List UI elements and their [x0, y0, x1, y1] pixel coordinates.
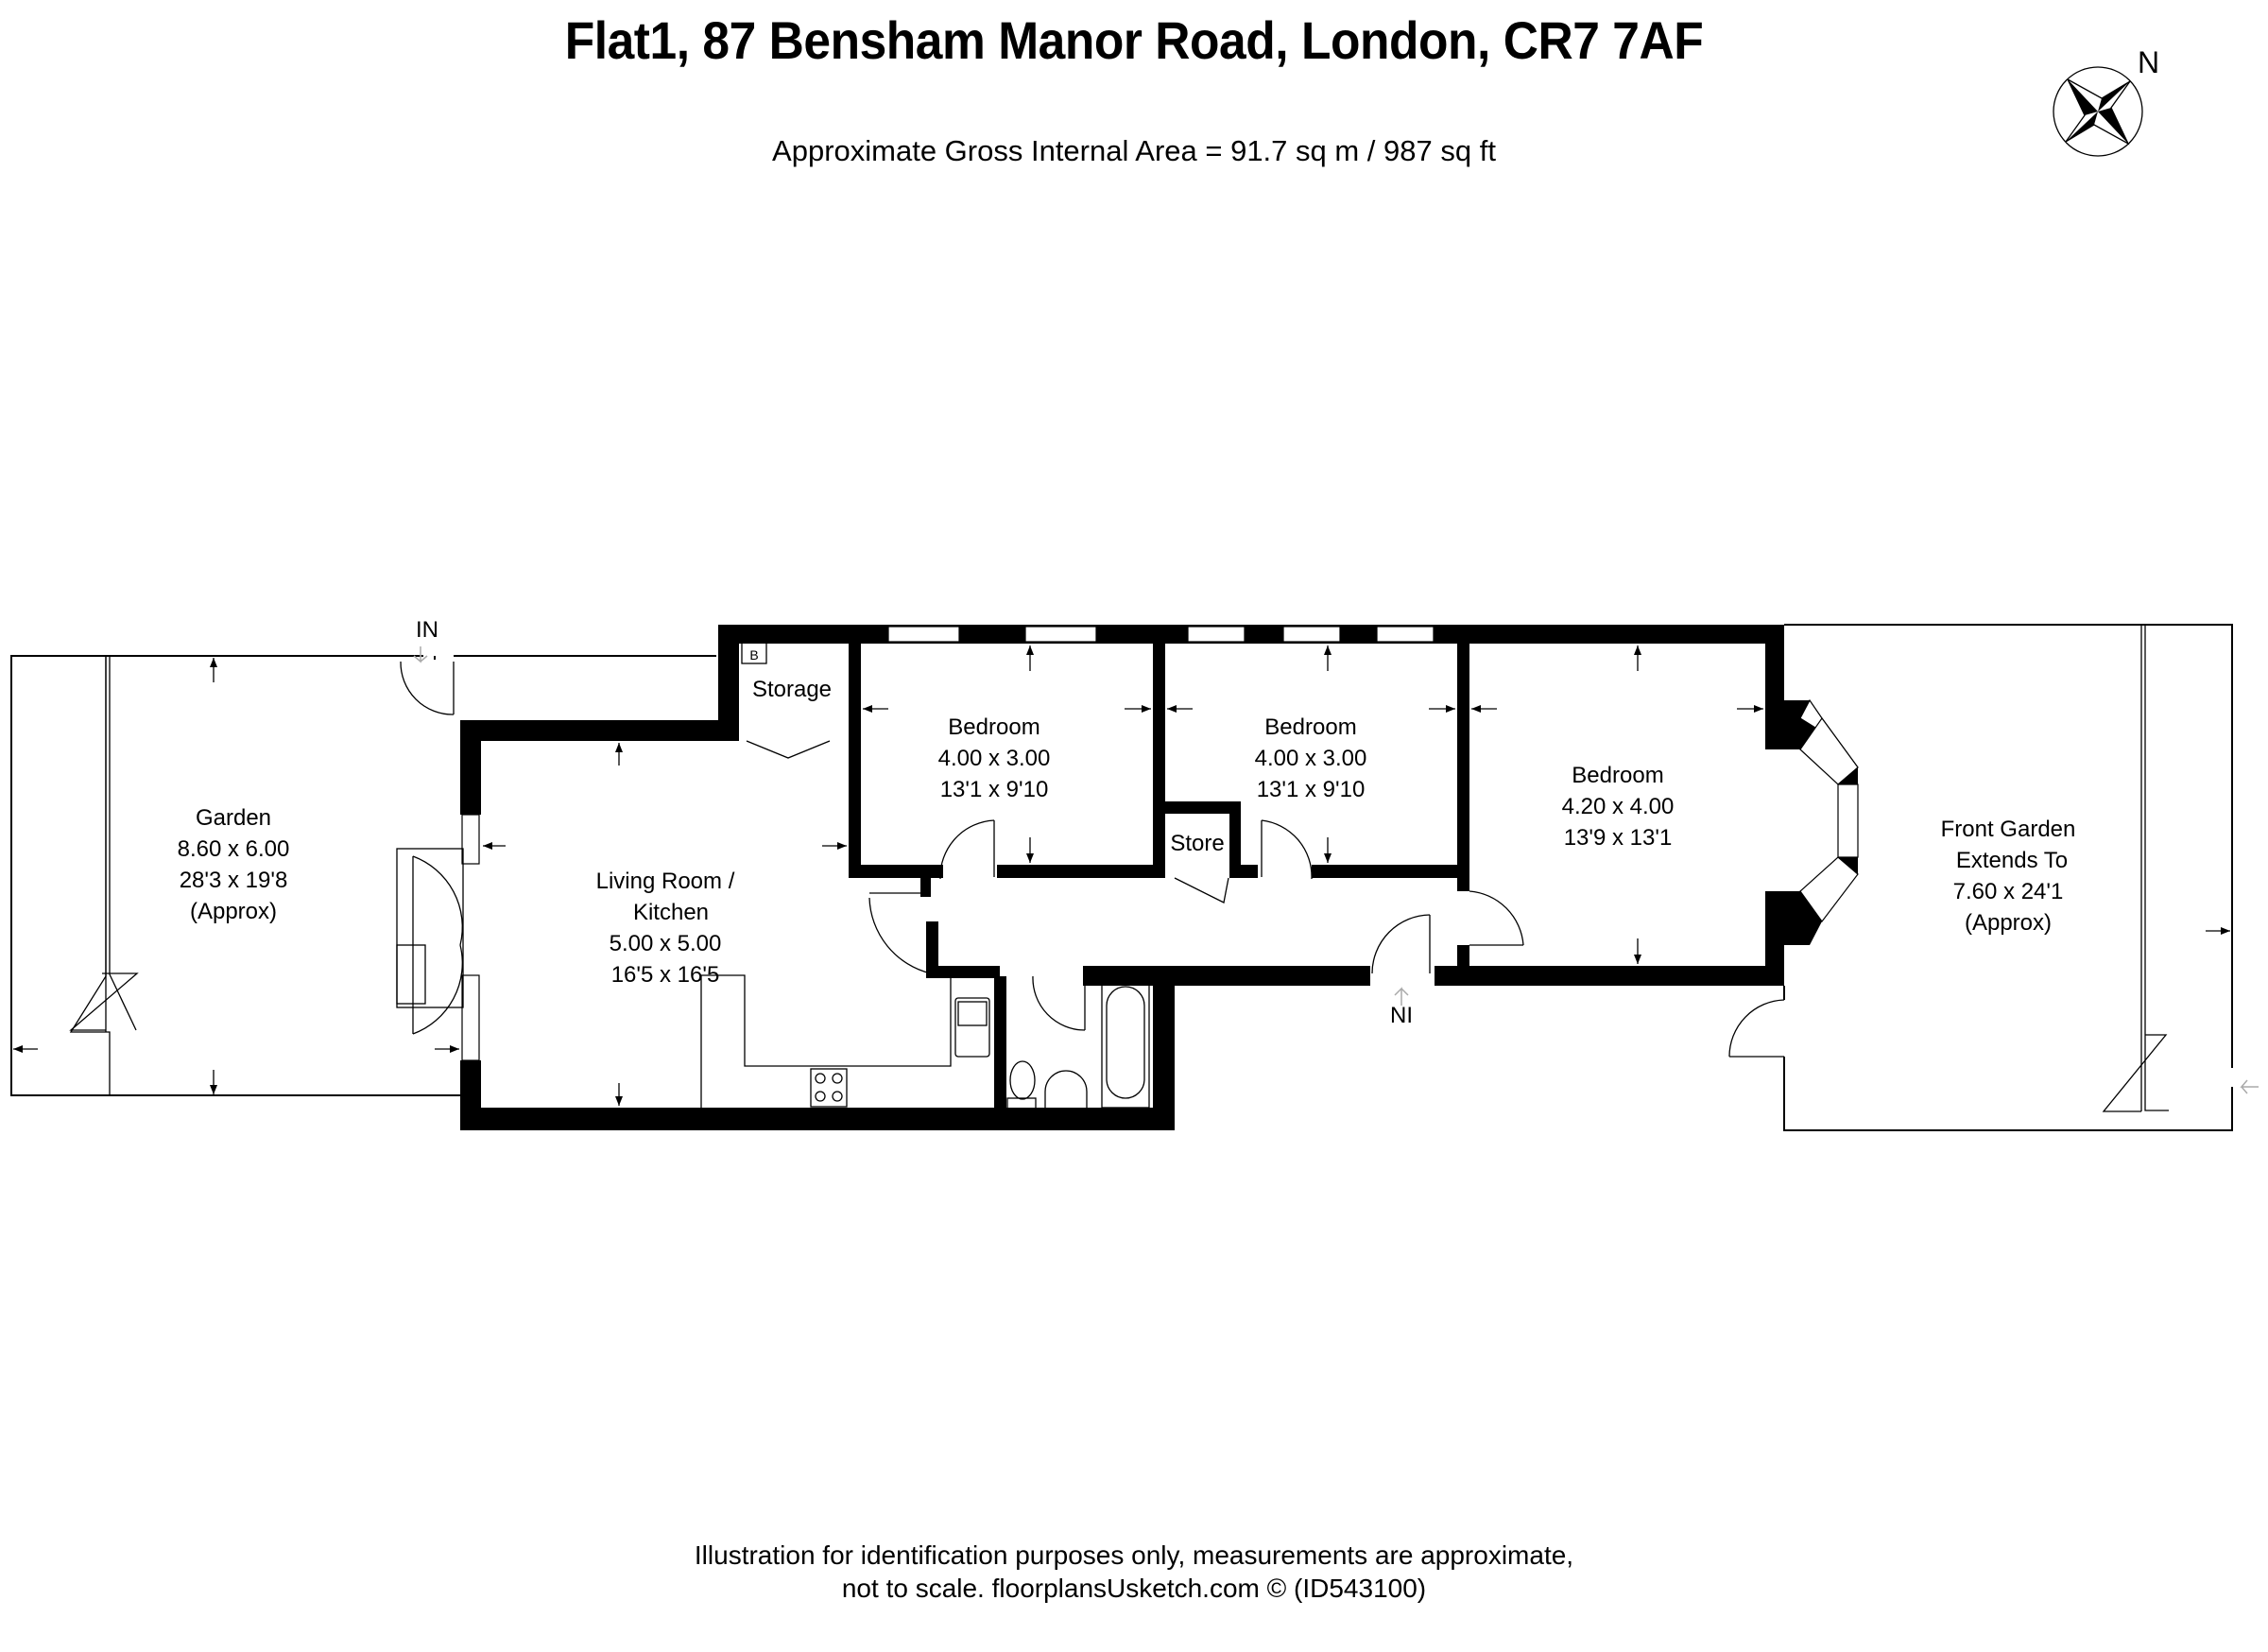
compass-rose-icon [2053, 66, 2143, 157]
entrance-label-in: IN [416, 617, 438, 643]
front-garden-label: Front Garden Extends To 7.60 x 24'1 (App… [1941, 817, 2076, 936]
svg-text:Kitchen: Kitchen [633, 900, 709, 925]
entrance-label-ni: NI [1390, 1003, 1413, 1028]
svg-text:Living Room /: Living Room / [596, 869, 735, 894]
gross-area-subtitle: Approximate Gross Internal Area = 91.7 s… [772, 134, 1496, 167]
sink-icon [954, 997, 990, 1058]
toilet-icon [1006, 1060, 1037, 1110]
bathtub-icon [1101, 982, 1150, 1109]
boiler-label: B [749, 647, 758, 663]
street-arrow-icon [2240, 1079, 2259, 1094]
disclaimer-line-1: Illustration for identification purposes… [694, 1540, 1574, 1570]
washbasin-icon [1044, 1070, 1088, 1108]
page-title: Flat1, 87 Bensham Manor Road, London, CR… [564, 10, 1704, 70]
svg-text:Bedroom: Bedroom [1572, 763, 1663, 788]
front-garden-outline [1783, 624, 2233, 1131]
svg-text:4.00 x 3.00: 4.00 x 3.00 [938, 746, 1051, 771]
svg-text:8.60 x 6.00: 8.60 x 6.00 [178, 836, 290, 862]
doors [396, 740, 1785, 1058]
svg-text:13'9 x 13'1: 13'9 x 13'1 [1564, 825, 1673, 851]
svg-text:5.00 x 5.00: 5.00 x 5.00 [610, 931, 722, 956]
entry-arrow-up-icon [1394, 987, 1409, 1006]
svg-text:Front Garden: Front Garden [1941, 817, 2076, 842]
svg-text:Bedroom: Bedroom [1264, 714, 1356, 740]
disclaimer-line-2: not to scale. floorplansUsketch.com © (I… [841, 1574, 1427, 1603]
svg-text:Garden: Garden [196, 805, 271, 831]
dimension-arrows [483, 645, 2230, 1106]
svg-text:13'1 x 9'10: 13'1 x 9'10 [1257, 777, 1366, 802]
svg-text:Storage: Storage [752, 677, 832, 702]
garden-outline [10, 655, 716, 1096]
compass-north-label: N [2138, 45, 2160, 79]
entry-arrow-down-icon [413, 646, 428, 663]
bedroom3-label: Bedroom 4.20 x 4.00 13'9 x 13'1 [1562, 763, 1675, 851]
windows [461, 626, 1859, 1061]
fixtures [700, 642, 1150, 1110]
svg-text:28'3 x 19'8: 28'3 x 19'8 [180, 868, 288, 893]
hob-icon [810, 1068, 848, 1108]
svg-text:(Approx): (Approx) [190, 899, 277, 924]
svg-text:4.00 x 3.00: 4.00 x 3.00 [1255, 746, 1367, 771]
storage-label: Storage B [749, 647, 832, 702]
svg-text:(Approx): (Approx) [1965, 910, 2052, 936]
svg-text:Extends To: Extends To [1956, 848, 2068, 873]
disclaimer-footer: Illustration for identification purposes… [0, 1539, 2268, 1605]
garden-label: Garden 8.60 x 6.00 28'3 x 19'8 (Approx) [178, 805, 290, 924]
store-label: Store [1170, 831, 1224, 856]
bedroom2-label: Bedroom 4.00 x 3.00 13'1 x 9'10 [1255, 714, 1367, 802]
svg-text:4.20 x 4.00: 4.20 x 4.00 [1562, 794, 1675, 819]
svg-text:16'5 x 16'5: 16'5 x 16'5 [611, 962, 720, 988]
walls [460, 625, 1858, 1130]
living-room-label: Living Room / Kitchen 5.00 x 5.00 16'5 x… [596, 869, 735, 988]
svg-text:13'1 x 9'10: 13'1 x 9'10 [940, 777, 1049, 802]
svg-text:Bedroom: Bedroom [948, 714, 1040, 740]
svg-text:7.60 x 24'1: 7.60 x 24'1 [1953, 879, 2064, 904]
bedroom1-label: Bedroom 4.00 x 3.00 13'1 x 9'10 [938, 714, 1051, 802]
